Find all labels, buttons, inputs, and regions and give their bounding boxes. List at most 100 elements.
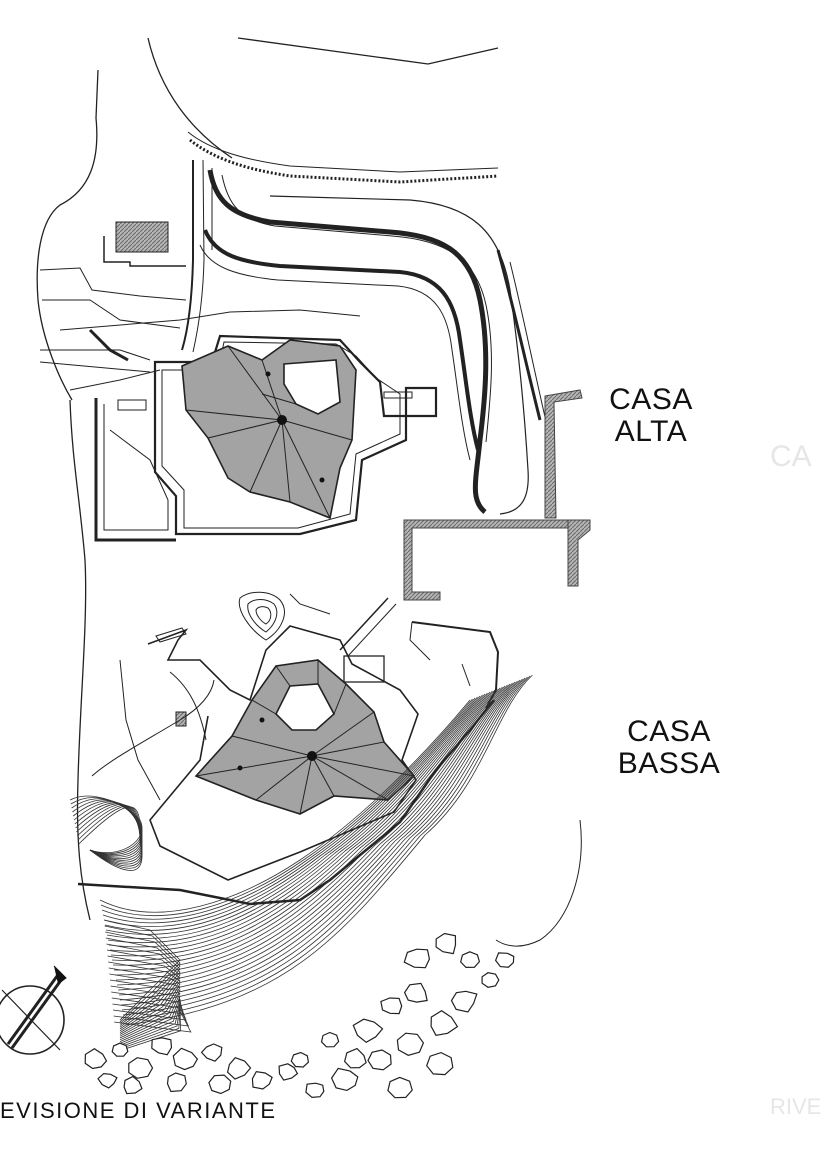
contour-line (99, 699, 471, 913)
boulder (387, 1076, 413, 1099)
boulder (403, 948, 431, 969)
boulder (320, 1031, 340, 1048)
contour-line (105, 931, 181, 1024)
contour-line (112, 1000, 185, 1046)
contour-line (108, 961, 181, 1033)
contour-line (105, 937, 181, 1026)
boulder (278, 1063, 299, 1081)
contour-line (101, 697, 476, 920)
contour-line (100, 698, 473, 917)
site-boundary-middle (339, 597, 500, 709)
contour-line (111, 997, 182, 1044)
boulder (343, 1047, 367, 1069)
boulder (97, 1072, 118, 1089)
contour-line (105, 693, 486, 935)
access-path-lines (181, 159, 213, 353)
contour-line (69, 795, 143, 854)
contour-line (106, 692, 488, 939)
road-edge-hatched (187, 131, 499, 184)
contour-line (123, 675, 531, 1021)
boulder (330, 1067, 359, 1092)
contour-line (114, 684, 508, 976)
contour-line (112, 686, 503, 966)
access-walkway (403, 389, 591, 601)
boulder (396, 1032, 425, 1056)
contour-lines (69, 674, 533, 1051)
boulder (450, 990, 478, 1013)
contour-line (117, 681, 516, 991)
site-boundary-lines (36, 37, 499, 921)
contour-line (111, 991, 181, 1042)
boulders (84, 932, 515, 1099)
boulder (251, 1070, 273, 1090)
contour-line (110, 985, 181, 1041)
casa-alta-label: CASA ALTA (592, 384, 710, 448)
contour-line (112, 1003, 187, 1048)
contour-line (118, 680, 518, 996)
boulder (151, 1037, 173, 1056)
show-through-text-bottom: RIVE (770, 1094, 822, 1119)
boulder (290, 1051, 310, 1068)
casa-bassa-label: CASA BASSA (604, 716, 734, 780)
contour-line (124, 674, 533, 1026)
contour-line (103, 695, 481, 927)
contour-line (109, 973, 181, 1037)
contour-line (107, 691, 491, 944)
terrace-lines (39, 309, 361, 391)
boulder (128, 1057, 154, 1079)
contour-line (78, 806, 143, 871)
contour-line (103, 919, 181, 1021)
contour-line (110, 688, 498, 957)
contour-line (108, 967, 181, 1035)
contour-line (121, 677, 526, 1011)
boulder (380, 997, 403, 1015)
casa-bassa-plan (147, 625, 419, 881)
boulder (305, 1082, 325, 1099)
boulder (367, 1049, 392, 1071)
boulder (200, 1043, 223, 1062)
contour-line (114, 1010, 192, 1051)
boulder (494, 952, 515, 968)
contour-line (104, 694, 483, 931)
casa-alta-plan (94, 334, 438, 542)
boulder (172, 1047, 199, 1071)
boulder (430, 1009, 459, 1036)
north-arrow-icon (0, 965, 67, 1055)
contour-line (113, 685, 506, 971)
boulder (208, 1074, 232, 1095)
boulder (403, 982, 428, 1003)
contour-line (119, 679, 521, 1001)
boulder (84, 1047, 108, 1070)
boulder (111, 1042, 129, 1057)
show-through-text-top: CA (770, 440, 812, 473)
casa-bassa-label-line1: CASA (627, 715, 711, 748)
boulder (226, 1056, 252, 1080)
casa-bassa-label-line2: BASSA (617, 747, 721, 780)
boulder (166, 1072, 187, 1093)
boulder (123, 1075, 143, 1095)
contour-line (102, 696, 478, 924)
contour-line (116, 682, 513, 986)
drawing-caption: EVISIONE DI VARIANTE (0, 1098, 277, 1123)
boulder (435, 932, 457, 955)
contour-line (109, 979, 181, 1039)
contour-line (106, 949, 181, 1030)
annex-building (39, 221, 187, 329)
boulder (426, 1051, 454, 1076)
casa-alta-label-line1: CASA (609, 383, 693, 416)
contour-line (109, 689, 496, 952)
driveway-curves (199, 169, 549, 515)
boulder (460, 951, 481, 969)
rock-outcrop (238, 591, 331, 641)
contour-line (111, 687, 501, 961)
contour-line (108, 690, 493, 948)
contour-line (120, 678, 523, 1006)
boulder (481, 972, 500, 988)
contour-line (115, 683, 511, 981)
casa-alta-label-line2: ALTA (614, 415, 688, 448)
contour-line (122, 676, 528, 1016)
contour-line (113, 1007, 190, 1050)
contour-line (107, 955, 181, 1032)
boulder (352, 1018, 384, 1044)
